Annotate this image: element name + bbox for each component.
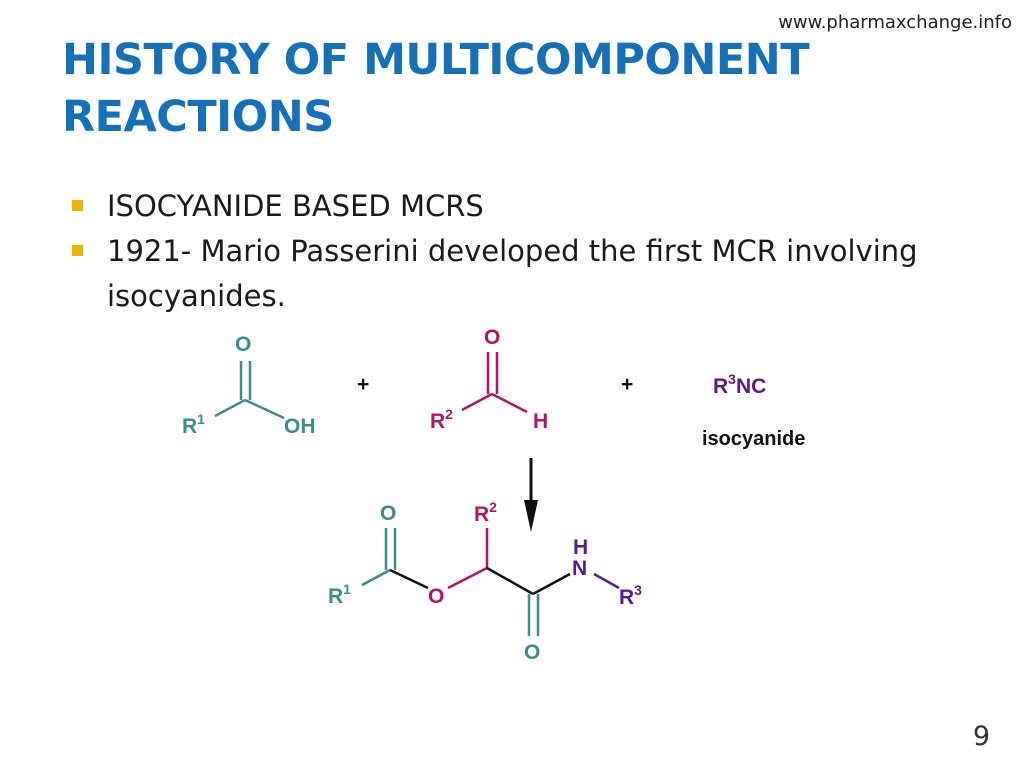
product-r1-label: R1 — [328, 581, 351, 608]
bullet-text: ISOCYANIDE BASED MCRS — [107, 189, 484, 223]
title-line-1: HISTORY OF MULTICOMPONENT — [62, 35, 810, 85]
product-r3-label: R3 — [619, 582, 642, 609]
aldehyde-r2-label: R2 — [430, 406, 453, 433]
bullet-item: ISOCYANIDE BASED MCRS — [72, 184, 952, 229]
co-n-bond — [532, 572, 571, 596]
bullet-text: 1921- Mario Passerini developed the firs… — [107, 234, 918, 313]
ch-co-bond — [486, 566, 534, 596]
title-line-2: REACTIONS — [62, 92, 334, 142]
source-url: www.pharmaxchange.info — [778, 12, 1012, 33]
acid-r1-bond — [214, 398, 246, 418]
plus-sign-1: + — [357, 373, 369, 396]
isocyanide-caption: isocyanide — [702, 428, 805, 450]
bullet-marker — [72, 245, 83, 256]
aldehyde-hydrogen: H — [533, 410, 548, 433]
isocyanide-formula: R3NC — [713, 371, 766, 398]
amide-nh-n: N — [572, 557, 587, 580]
page-number: 9 — [972, 721, 990, 752]
ester-o-bond — [389, 568, 429, 590]
plus-sign-2: + — [621, 373, 633, 396]
aldehyde-carbonyl-o: O — [484, 326, 500, 349]
acid-r1-label: R1 — [182, 411, 205, 438]
slide-title: HISTORY OF MULTICOMPONENT REACTIONS — [62, 32, 862, 146]
bullet-list: ISOCYANIDE BASED MCRS 1921- Mario Passer… — [72, 184, 952, 319]
bullet-item: 1921- Mario Passerini developed the firs… — [72, 229, 952, 319]
product-r1-bond — [361, 568, 391, 587]
carboxylic-acid: O R1 OH — [182, 333, 316, 438]
aldehyde-r2-bond — [461, 392, 493, 412]
acid-oh-bond — [244, 398, 285, 420]
o-ch-bond — [447, 566, 488, 590]
aldehyde: O R2 H — [430, 326, 548, 433]
acid-carbonyl-o: O — [235, 333, 251, 356]
ester-o: O — [428, 585, 444, 608]
isocyanide: R3NC isocyanide — [702, 371, 805, 450]
product-r2-label: R2 — [474, 499, 497, 526]
n-r3-bond — [593, 572, 620, 590]
amide-carbonyl-o: O — [524, 641, 540, 664]
ester-carbonyl-o: O — [380, 502, 396, 525]
product: O R1 O R2 O H N R3 — [328, 499, 642, 664]
acid-hydroxyl: OH — [284, 415, 316, 438]
aldehyde-h-bond — [491, 392, 528, 414]
reaction-arrow — [524, 458, 538, 532]
bullet-marker — [72, 200, 83, 211]
passerini-reaction-scheme: O R1 OH + O R2 H + R3NC isocyanide O — [182, 326, 805, 664]
amide-nh-h: H — [573, 536, 588, 559]
